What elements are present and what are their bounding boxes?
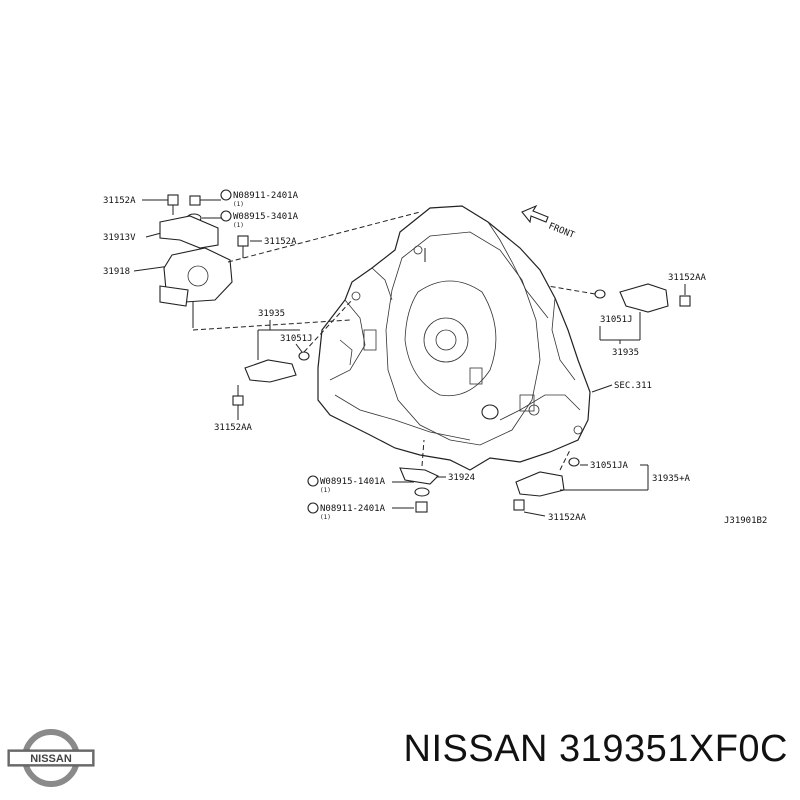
label-31913V: 31913V bbox=[103, 233, 136, 243]
speed-sensor-left: 31935 31051J 31152AA bbox=[214, 299, 353, 433]
label-31051JA: 31051JA bbox=[590, 461, 629, 471]
lever-plate-part bbox=[159, 215, 219, 249]
sensor-part-right bbox=[619, 283, 669, 313]
label-qty-bot-1: (1) bbox=[320, 487, 331, 494]
label-31924: 31924 bbox=[448, 473, 475, 483]
nut-part bbox=[189, 195, 201, 206]
n-washer-symbol bbox=[220, 189, 232, 201]
bolt-part-3 bbox=[232, 395, 244, 406]
connector-part bbox=[159, 285, 189, 307]
nissan-logo: NISSAN bbox=[7, 729, 95, 787]
w-washer-symbol-2 bbox=[307, 475, 319, 487]
label-W08915-1401A-bot: W08915-1401A bbox=[320, 477, 386, 487]
brand-footer: NISSAN NISSAN 319351XF0C bbox=[0, 718, 800, 798]
front-direction-arrow: FRONT bbox=[521, 204, 576, 242]
logo-text: NISSAN bbox=[30, 753, 72, 765]
label-31152AA-bot: 31152AA bbox=[548, 513, 587, 523]
speed-sensor-bottom: 31051JA 31935+A 31152AA bbox=[513, 449, 691, 523]
inhibitor-switch-assembly: 31152A N08911-2401A (1) W08915-3401A (1)… bbox=[103, 189, 299, 328]
dashed-leader-top bbox=[227, 211, 421, 263]
label-31935-top: 31935 bbox=[258, 309, 285, 319]
drawing-code: J31901B2 bbox=[724, 516, 767, 526]
bolt-part-2 bbox=[237, 235, 249, 247]
dashed-leader-mid bbox=[192, 319, 351, 331]
label-qty-top-1: (1) bbox=[233, 201, 244, 208]
n-washer-symbol-2 bbox=[307, 502, 319, 514]
label-SEC311: SEC.311 bbox=[614, 381, 652, 391]
label-W08915-3401A-top: W08915-3401A bbox=[233, 212, 299, 222]
washer-part-2 bbox=[414, 487, 430, 497]
bolt-part-4 bbox=[679, 295, 691, 307]
bracket-part bbox=[399, 467, 439, 485]
label-31935A: 31935+A bbox=[652, 474, 691, 484]
speed-sensor-right: 31152AA 31051J 31935 SEC.311 bbox=[547, 273, 707, 393]
part-number-title: NISSAN 319351XF0C bbox=[403, 728, 788, 770]
label-N08911-2401A-top: N08911-2401A bbox=[233, 191, 299, 201]
label-N08911-2401A-bot: N08911-2401A bbox=[320, 504, 386, 514]
o-ring-part-2 bbox=[594, 289, 606, 299]
label-31152A-mid: 31152A bbox=[264, 237, 297, 247]
sensor-part-left bbox=[244, 359, 297, 383]
dashed-leader-left-sensor bbox=[303, 299, 353, 353]
label-31935-right: 31935 bbox=[612, 348, 639, 358]
label-qty-bot-2: (1) bbox=[320, 514, 331, 521]
o-ring-part-3 bbox=[568, 457, 580, 467]
sensor-part-bottom bbox=[515, 471, 565, 497]
label-qty-top-2: (1) bbox=[233, 222, 244, 229]
label-31051J-right: 31051J bbox=[600, 315, 633, 325]
label-31152AA-right: 31152AA bbox=[668, 273, 707, 283]
front-label: FRONT bbox=[547, 222, 576, 242]
bolt-part bbox=[167, 194, 179, 206]
dashed-leader-right-sensor bbox=[547, 285, 596, 295]
o-ring-part bbox=[298, 351, 310, 361]
label-31051J-left: 31051J bbox=[280, 334, 313, 344]
label-31152A-top: 31152A bbox=[103, 196, 136, 206]
bolt-part-5 bbox=[513, 499, 525, 511]
label-31152AA-left: 31152AA bbox=[214, 423, 253, 433]
nut-part-2 bbox=[415, 501, 428, 513]
bracket-assembly-bottom: 31924 W08915-1401A (1) N08911-2401A (1) bbox=[307, 439, 475, 521]
label-31918: 31918 bbox=[103, 267, 130, 277]
transmission-case bbox=[317, 205, 591, 471]
w-washer-symbol bbox=[220, 210, 232, 222]
